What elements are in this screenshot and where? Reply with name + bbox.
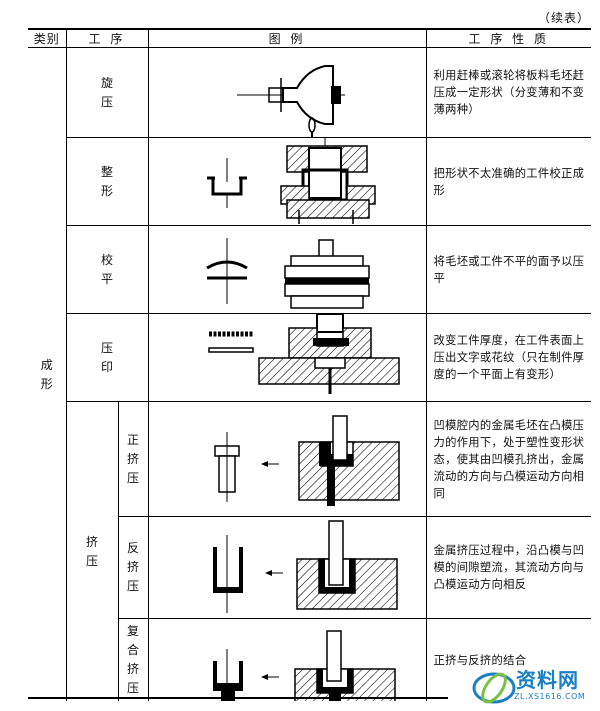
- figure-combined-extrusion: [147, 618, 427, 701]
- process-table: 类别 工 序 图 例 工 序 性 质 成形 旋压: [28, 28, 592, 701]
- figure-coining: [147, 313, 427, 402]
- nature-cell: 将毛坯或工件不平的面予以压平: [425, 225, 592, 314]
- table-row: 挤压 正挤压 凹模腔内的金属毛坯在凸模压力的作用下，处于塑性变形状态，: [28, 401, 592, 701]
- table-row: 反挤压 金属挤压过程中，沿凸模与凹模的间隙塑流，其流动方向与凸模运动方向相反: [28, 516, 592, 619]
- table-row: 压印 改变工件厚度，在工件表面上压出文字或花纹（只在制件厚度的一个平面上有变形）: [28, 313, 592, 402]
- nature-cell: 把形状不太准确的工件校正成形: [425, 137, 592, 226]
- process-label: 校平: [100, 252, 113, 286]
- category-label: 成形: [40, 357, 53, 391]
- subprocess-cell: 复合挤压: [117, 618, 149, 701]
- subprocess-label: 正挤压: [126, 432, 139, 485]
- table-bottom-rule: [28, 697, 448, 699]
- table-row: 成形 旋压 利用赶棒或滚轮将板料毛坯赶压成一定形状（分变薄和不变薄两种）: [28, 47, 592, 391]
- header-illustration: 图 例: [147, 28, 427, 48]
- watermark-logo-icon: [472, 672, 516, 704]
- watermark-text: 资料网: [516, 668, 579, 692]
- process-label: 压印: [100, 340, 113, 374]
- header-process: 工 序: [65, 28, 149, 48]
- table-row: 校平 将毛坯或工件不平的面予以压平: [28, 225, 592, 314]
- header-category: 类别: [28, 28, 66, 48]
- figure-flattening: [147, 225, 427, 314]
- nature-cell: 金属挤压过程中，沿凸模与凹模的间隙塑流，其流动方向与凸模运动方向相反: [425, 516, 592, 619]
- table-row: 复合挤压 正挤与反挤的结合: [28, 618, 592, 701]
- figure-backward-extrusion: [147, 516, 427, 619]
- header-row: 类别 工 序 图 例 工 序 性 质: [28, 28, 592, 48]
- process-cell: 校平: [65, 225, 149, 314]
- header-nature: 工 序 性 质: [425, 28, 592, 48]
- figure-reshaping: [147, 137, 427, 226]
- figure-forward-extrusion: [147, 401, 427, 517]
- continued-note: （续表）: [537, 11, 590, 25]
- subprocess-label: 反挤压: [126, 541, 139, 593]
- watermark-url: ZL.XS1616.COM: [514, 692, 586, 701]
- extrusion-label: 挤压: [85, 534, 98, 568]
- nature-cell: 凹模腔内的金属毛坯在凸模压力的作用下，处于塑性变形状态，使其由凹模孔挤出，金属流…: [425, 401, 592, 517]
- extrusion-cell: 挤压: [65, 401, 118, 701]
- subprocess-cell: 反挤压: [117, 516, 149, 619]
- process-label: 整形: [100, 164, 113, 198]
- process-cell: 旋压: [65, 47, 149, 138]
- table-row: 整形 把形状不太准确的工件校正成形: [28, 137, 592, 226]
- nature-cell: 改变工件厚度，在工件表面上压出文字或花纹（只在制件厚度的一个平面上有变形）: [425, 313, 592, 402]
- process-label: 旋压: [100, 75, 113, 109]
- process-cell: 整形: [65, 137, 149, 226]
- figure-spinning: [147, 47, 427, 138]
- subprocess-cell: 正挤压: [117, 401, 149, 517]
- nature-cell: 正挤与反挤的结合: [425, 618, 592, 701]
- nature-cell: 利用赶棒或滚轮将板料毛坯赶压成一定形状（分变薄和不变薄两种）: [425, 47, 592, 138]
- process-cell: 压印: [65, 313, 149, 402]
- subprocess-label: 复合挤压: [126, 624, 139, 695]
- category-cell: 成形: [28, 48, 66, 702]
